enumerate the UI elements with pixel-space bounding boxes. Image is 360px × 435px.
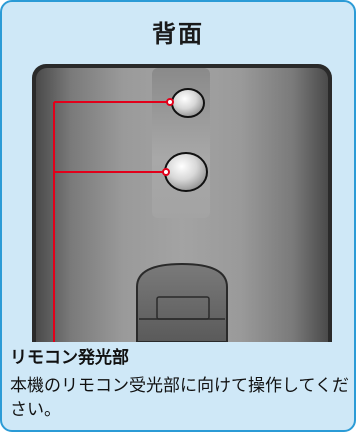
leader-lines (53, 101, 172, 342)
ir-emitter-large-icon (164, 152, 208, 192)
ir-emitter-small-icon (171, 88, 205, 118)
callout-title: リモコン発光部 (10, 348, 129, 368)
callout-body: 本機のリモコン受光部に向けて操作してください。 (10, 376, 349, 420)
battery-cover-icon (136, 262, 228, 342)
callout-caption: リモコン発光部 本機のリモコン受光部に向けて操作してください。 (10, 346, 350, 422)
remote-control-back-illustration (32, 64, 332, 342)
panel-title: 背面 (152, 20, 204, 48)
